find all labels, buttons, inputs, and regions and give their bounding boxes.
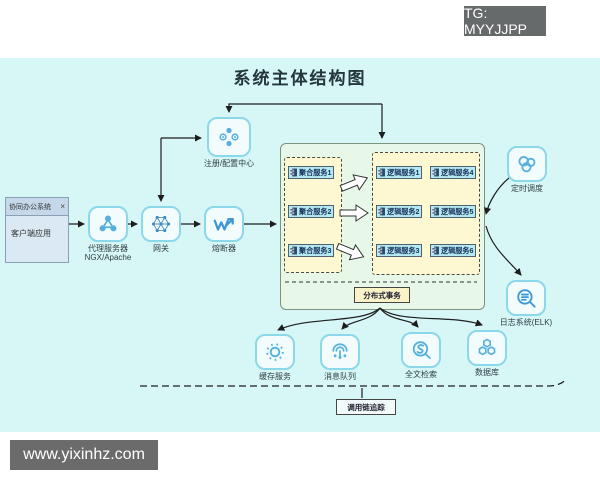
component-icon xyxy=(378,246,385,255)
cache-icon xyxy=(266,343,284,361)
registry-tile xyxy=(207,117,251,157)
service-chip-agg3: 聚合服务3 xyxy=(288,244,334,257)
log-system-tile xyxy=(506,280,546,316)
client-window-title: 协同办公系统 xyxy=(9,203,51,211)
log-search-icon xyxy=(517,289,536,308)
log-system-label: 日志系统(ELK) xyxy=(499,318,553,327)
client-window-titlebar: 协同办公系统 × xyxy=(6,198,68,216)
client-window: 协同办公系统 × 客户端应用 xyxy=(5,197,69,263)
node-breaker: 熔断器 xyxy=(196,206,252,253)
broadcast-icon xyxy=(332,343,348,359)
fulltext-search-tile xyxy=(401,332,441,368)
search-s-icon xyxy=(412,341,431,359)
service-chip-logic3: 逻辑服务3 xyxy=(376,244,422,257)
component-icon xyxy=(378,207,385,216)
database-tile xyxy=(467,330,507,366)
service-chip-logic5: 逻辑服务5 xyxy=(430,205,476,218)
component-icon xyxy=(378,168,385,177)
registry-label: 注册/配置中心 xyxy=(203,159,255,168)
message-queue-label: 消息队列 xyxy=(324,372,356,381)
node-message-queue: 消息队列 xyxy=(311,334,369,381)
circuit-breaker-w-icon xyxy=(213,217,234,231)
service-chip-logic6: 逻辑服务6 xyxy=(430,244,476,257)
node-gateway: 网关 xyxy=(133,206,189,253)
node-fulltext-search: 全文检索 xyxy=(392,332,450,379)
distributed-transaction-box: 分布式事务 xyxy=(354,287,410,303)
fulltext-search-label: 全文检索 xyxy=(405,370,437,379)
tg-watermark-badge: TG: MYYJJPP xyxy=(464,5,546,37)
proxy-label-line1: 代理服务器 xyxy=(87,244,128,253)
node-registry: 注册/配置中心 xyxy=(196,117,262,168)
service-chip-agg1: 聚合服务1 xyxy=(288,166,334,179)
scheduler-tile xyxy=(507,146,547,182)
service-chip-logic4: 逻辑服务4 xyxy=(430,166,476,179)
component-icon xyxy=(290,168,297,177)
hexagons-database-icon xyxy=(478,338,496,356)
breaker-label: 熔断器 xyxy=(212,244,236,253)
component-icon xyxy=(290,207,297,216)
node-database: 数据库 xyxy=(458,330,516,377)
diagram-title: 系统主体结构图 xyxy=(233,69,367,88)
node-cache: 缓存服务 xyxy=(246,334,304,381)
gateway-label: 网关 xyxy=(153,244,169,253)
gateway-tile xyxy=(141,206,181,242)
scheduler-rings-icon xyxy=(518,156,536,173)
call-chain-tracing-box: 调用链追踪 xyxy=(336,399,396,415)
share-nodes-icon xyxy=(99,215,117,232)
component-icon xyxy=(432,246,439,255)
message-queue-tile xyxy=(320,334,360,370)
site-watermark-badge: www.yixinhz.com xyxy=(10,440,158,470)
node-scheduler: 定时调度 xyxy=(496,146,558,193)
component-icon xyxy=(290,246,297,255)
service-chip-agg2: 聚合服务2 xyxy=(288,205,334,218)
database-label: 数据库 xyxy=(475,368,499,377)
cache-label: 缓存服务 xyxy=(259,372,291,381)
proxy-label-line2: NGX/Apache xyxy=(84,253,132,263)
scheduler-label: 定时调度 xyxy=(511,184,543,193)
cache-sun-icon-tile xyxy=(255,334,295,370)
component-icon xyxy=(432,207,439,216)
proxy-tile xyxy=(88,206,128,242)
breaker-tile xyxy=(204,206,244,242)
component-icon xyxy=(432,168,439,177)
mesh-network-icon xyxy=(151,215,171,233)
close-icon[interactable]: × xyxy=(60,201,65,211)
service-chip-logic2: 逻辑服务2 xyxy=(376,205,422,218)
registry-nodes-icon xyxy=(219,127,239,147)
node-log-system: 日志系统(ELK) xyxy=(486,280,566,327)
service-chip-logic1: 逻辑服务1 xyxy=(376,166,422,179)
client-app-label: 客户端应用 xyxy=(11,229,51,238)
